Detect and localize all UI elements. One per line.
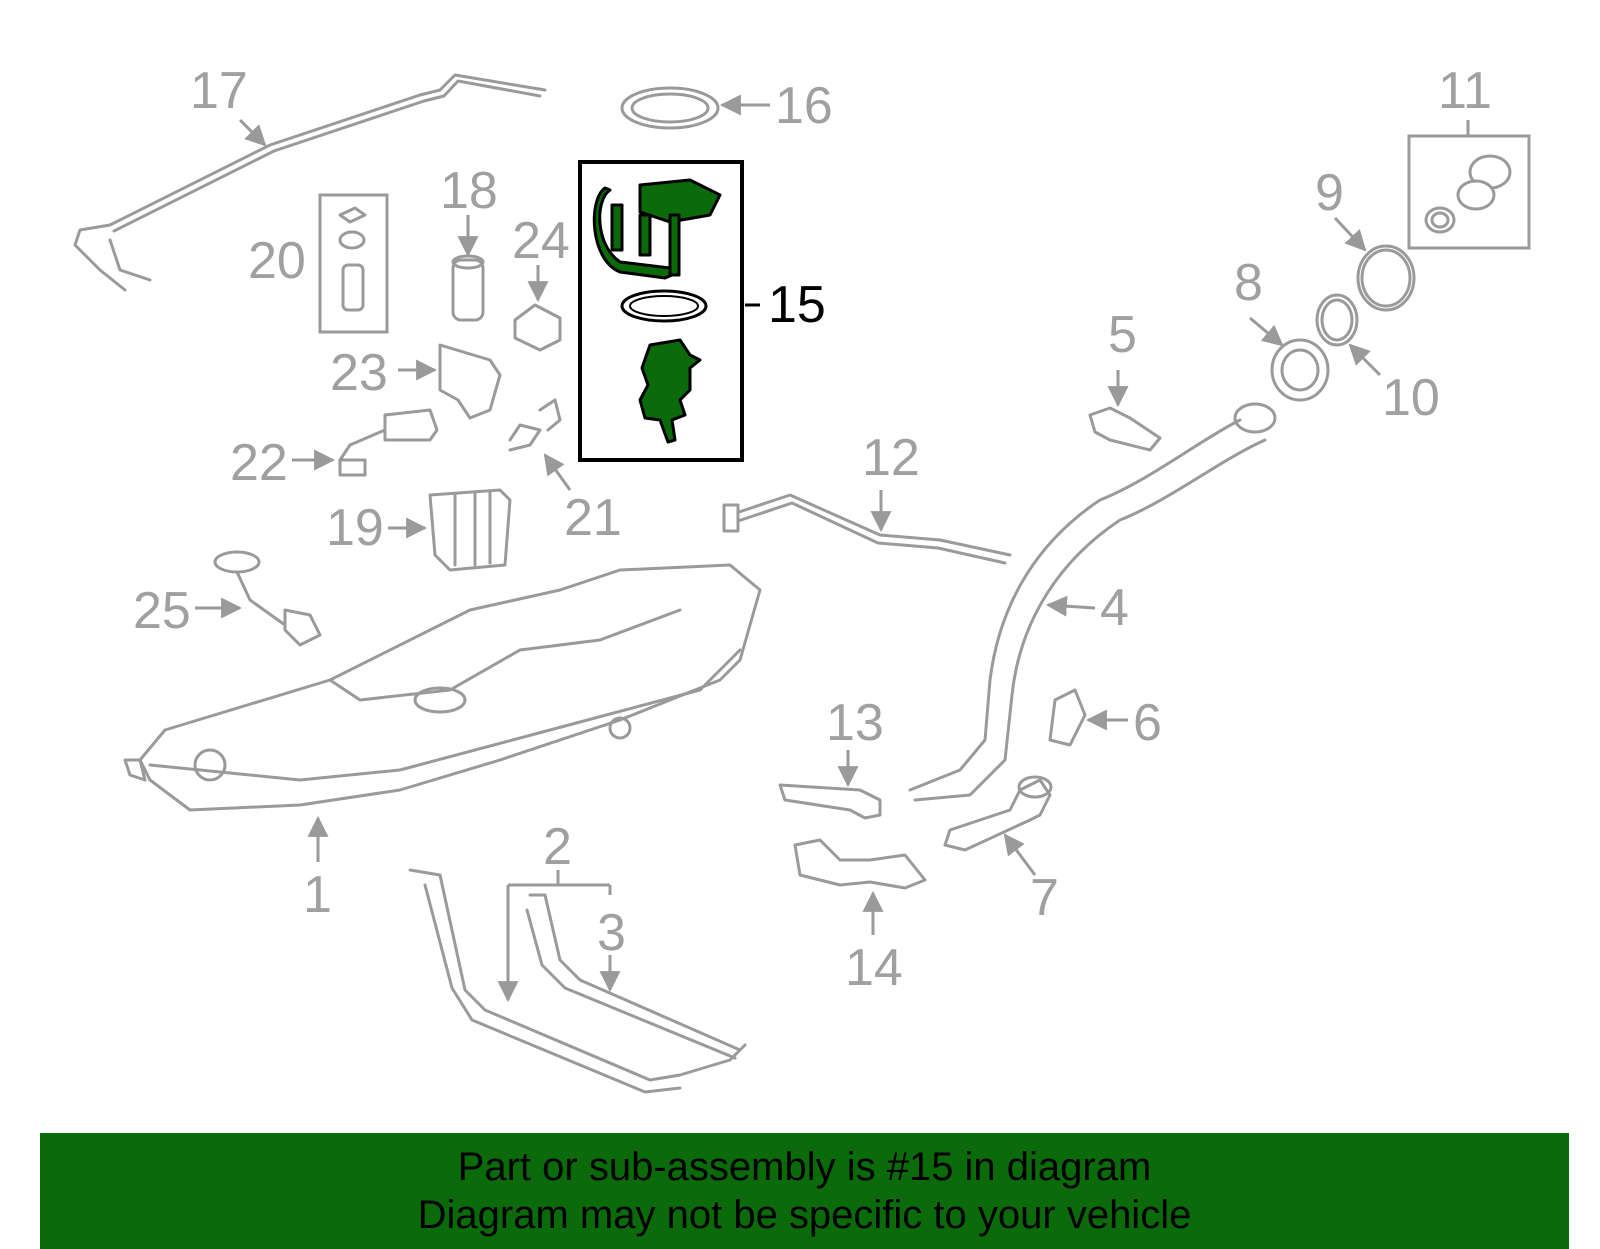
banner-line-1: Part or sub-assembly is #15 in diagram — [457, 1145, 1152, 1189]
callout-3: 3 — [597, 904, 626, 962]
part-6-clip[interactable] — [1048, 688, 1128, 747]
part-14-hose[interactable] — [793, 838, 927, 935]
part-16-seal-ring[interactable] — [620, 86, 770, 130]
callout-1: 1 — [303, 866, 332, 924]
callout-24: 24 — [512, 212, 570, 270]
callout-2: 2 — [543, 818, 572, 876]
callout-9: 9 — [1315, 164, 1344, 222]
part-21-harness[interactable] — [508, 398, 572, 491]
banner-line-2: Diagram may not be specific to your vehi… — [417, 1193, 1192, 1237]
part-24-connector[interactable] — [513, 265, 562, 352]
part-10-o-ring[interactable] — [1315, 293, 1382, 377]
callout-4: 4 — [1100, 579, 1129, 637]
callout-14: 14 — [845, 939, 903, 997]
part-19-reservoir[interactable] — [388, 488, 512, 572]
part-23-gasket[interactable] — [398, 343, 502, 420]
part-11-cap-box[interactable] — [1407, 120, 1531, 250]
part-20-kit-box[interactable] — [318, 193, 389, 334]
callout-6: 6 — [1133, 694, 1162, 752]
callout-19: 19 — [326, 499, 384, 557]
part-8-seal[interactable] — [1249, 316, 1330, 402]
callout-7: 7 — [1030, 869, 1059, 927]
part-18-filter[interactable] — [451, 215, 485, 322]
callout-11: 11 — [1438, 62, 1492, 120]
part-17-fuel-line[interactable] — [73, 73, 547, 292]
part-5-bracket[interactable] — [1088, 370, 1162, 452]
part-15-fuel-pump-assembly[interactable] — [578, 160, 760, 462]
callout-10: 10 — [1382, 369, 1440, 427]
callout-18: 18 — [440, 162, 498, 220]
parts-diagram: 17 16 11 9 18 24 20 15 8 5 23 10 22 12 2… — [73, 62, 1531, 1094]
callout-15: 15 — [768, 276, 826, 334]
callout-13: 13 — [826, 694, 884, 752]
callout-16: 16 — [775, 77, 833, 135]
callout-17: 17 — [190, 62, 248, 120]
callout-20: 20 — [248, 232, 306, 290]
callout-25: 25 — [133, 582, 191, 640]
callout-21: 21 — [564, 489, 622, 547]
part-7-hose[interactable] — [943, 775, 1053, 876]
callout-12: 12 — [862, 429, 920, 487]
info-banner: Part or sub-assembly is #15 in diagram D… — [40, 1133, 1569, 1249]
part-22-sensor[interactable] — [292, 408, 439, 477]
callout-22: 22 — [230, 434, 288, 492]
part-12-vent-line[interactable] — [722, 490, 1012, 565]
part-13-hose[interactable] — [778, 750, 882, 820]
part-25-sending-unit[interactable] — [195, 550, 322, 647]
part-9-retainer[interactable] — [1333, 216, 1416, 312]
part-4-filler-pipe[interactable] — [908, 402, 1277, 802]
callout-8: 8 — [1234, 254, 1263, 312]
part-2-3-tank-straps[interactable] — [408, 868, 747, 1094]
part-1-fuel-tank[interactable] — [123, 563, 762, 862]
callout-23: 23 — [330, 344, 388, 402]
callout-5: 5 — [1108, 306, 1137, 364]
